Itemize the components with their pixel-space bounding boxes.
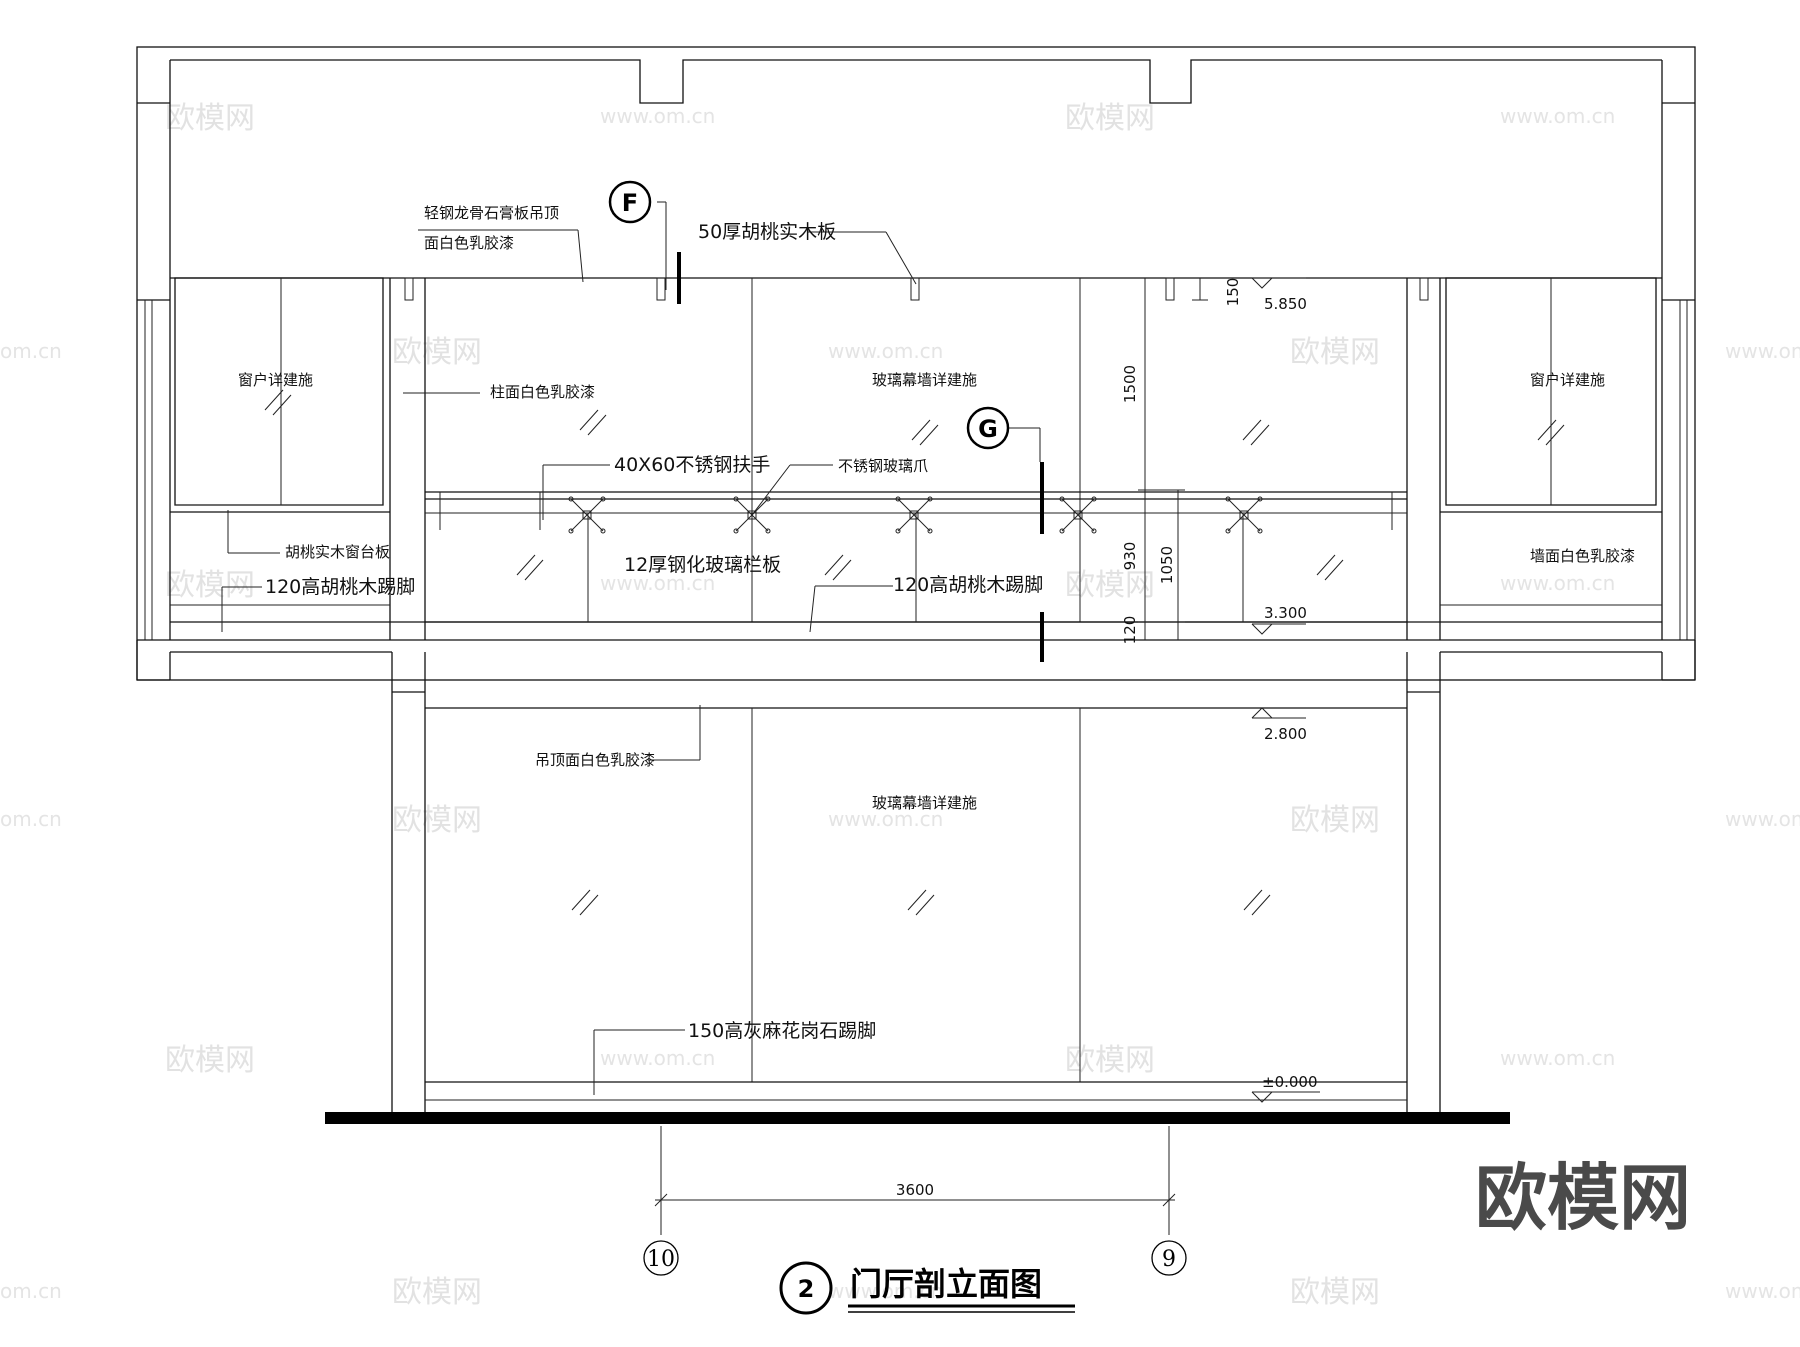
section-cut-markers: F G (608, 180, 1044, 662)
glass-claw-group (568, 496, 1263, 534)
watermark-brand: 欧模网 (1290, 803, 1380, 838)
elevation-5850: 5.850 (1264, 295, 1307, 313)
dim-1050: 1050 (1158, 546, 1176, 584)
axis-bubble-left (643, 1240, 679, 1276)
axis-bubble-right (1151, 1240, 1187, 1276)
axis-label-left: 10 (647, 1247, 675, 1272)
watermark-url: om.cn (0, 339, 62, 363)
label-skirting-left: 120高胡桃木踢脚 (265, 576, 415, 598)
upper-curtain-wall (404, 277, 1429, 640)
watermark-url: www.om.cn (1725, 807, 1800, 831)
label-tempered-glass: 12厚钢化玻璃栏板 (624, 554, 781, 576)
section-marker-g (966, 406, 1010, 450)
label-window-left: 窗户详建施 (238, 371, 313, 389)
watermark-brand: 欧模网 (165, 101, 255, 136)
label-column-paint: 柱面白色乳胶漆 (490, 383, 595, 401)
elevation-0000: ±0.000 (1262, 1073, 1318, 1091)
vertical-dimensions: 150 1500 930 1050 120 (1121, 278, 1242, 645)
watermark-brand: 欧模网 (1065, 568, 1155, 603)
elevation-2800: 2.800 (1264, 725, 1307, 743)
watermark-url: www.om.cn (1725, 339, 1800, 363)
ground-line (325, 1112, 1510, 1124)
dim-150: 150 (1224, 278, 1242, 307)
watermark-brand-large: 欧模网 (1475, 1156, 1691, 1240)
watermark-url: www.om.cn (828, 339, 943, 363)
watermark-url: www.om.cn (828, 807, 943, 831)
label-glass-claw: 不锈钢玻璃爪 (838, 457, 928, 475)
dim-120: 120 (1121, 616, 1139, 645)
title-number: 2 (798, 1275, 815, 1303)
watermark-brand: 欧模网 (1290, 335, 1380, 370)
watermark-url: www.om.cn (600, 571, 715, 595)
drawing-title: 2 门厅剖立面图 (779, 1261, 1075, 1315)
title-text: 门厅剖立面图 (850, 1265, 1042, 1303)
label-ceiling-line1: 轻钢龙骨石膏板吊顶 (424, 204, 559, 222)
watermark-url: www.om.cn (600, 1046, 715, 1070)
watermark-brand: 欧模网 (1065, 1043, 1155, 1078)
elevation-3300: 3.300 (1264, 604, 1307, 622)
label-ceiling-paint: 吊顶面白色乳胶漆 (535, 751, 655, 769)
label-curtain-wall-lower: 玻璃幕墙详建施 (872, 794, 977, 812)
lower-floor (325, 652, 1510, 1124)
elevation-markers: 5.850 3.300 2.800 ±0.000 (1251, 277, 1320, 1103)
watermark-url: www.om.cn (1500, 571, 1615, 595)
dim-1500: 1500 (1121, 365, 1139, 403)
window-right (1439, 277, 1662, 640)
watermark-url: www.om.cn (1500, 104, 1615, 128)
dim-930: 930 (1121, 542, 1139, 571)
watermark-url: om.cn (0, 807, 62, 831)
axis-dimension: 3600 10 9 (643, 1126, 1187, 1276)
section-marker-f-label: F (622, 189, 638, 217)
label-ceiling-line2: 面白色乳胶漆 (424, 234, 514, 252)
label-wall-paint: 墙面白色乳胶漆 (1530, 547, 1635, 565)
watermark-brand: 欧模网 (392, 803, 482, 838)
watermark-url: www.om.cn (1500, 1046, 1615, 1070)
watermark-brand: 欧模网 (165, 568, 255, 603)
section-marker-f (608, 180, 652, 224)
dim-overall-width: 3600 (896, 1181, 934, 1199)
annotation-labels: 轻钢龙骨石膏板吊顶 面白色乳胶漆 50厚胡桃实木板 窗户详建施 窗户详建施 柱面… (238, 204, 1635, 1042)
title-number-bubble (779, 1261, 833, 1315)
watermark-brand: 欧模网 (392, 1275, 482, 1310)
label-skirting-mid: 120高胡桃木踢脚 (893, 574, 1043, 596)
label-handrail: 40X60不锈钢扶手 (614, 454, 770, 476)
window-left (170, 277, 391, 640)
label-granite-skirting: 150高灰麻花岗石踢脚 (688, 1020, 876, 1042)
label-walnut-board: 50厚胡桃实木板 (698, 221, 836, 243)
watermark-url: om.cn (0, 1279, 62, 1303)
watermark-brand: 欧模网 (1065, 101, 1155, 136)
watermark-brand: 欧模网 (392, 335, 482, 370)
structure-outline (136, 46, 1696, 681)
label-window-right: 窗户详建施 (1530, 371, 1605, 389)
watermark-url: www.om.cn (600, 104, 715, 128)
watermark-url: www.om.cn (828, 1279, 943, 1303)
axis-label-right: 9 (1162, 1247, 1176, 1272)
watermark-brand: 欧模网 (165, 1043, 255, 1078)
watermark-url: www.om.cn (1725, 1279, 1800, 1303)
leader-lines (221, 229, 917, 1095)
watermark-layer: 欧模网 www.om.cn 欧模网 www.om.cn om.cn 欧模网 ww… (0, 101, 1800, 1310)
label-sill-board: 胡桃实木窗台板 (285, 543, 390, 561)
section-marker-g-label: G (978, 415, 998, 443)
watermark-brand: 欧模网 (1290, 1275, 1380, 1310)
label-curtain-wall-upper: 玻璃幕墙详建施 (872, 371, 977, 389)
